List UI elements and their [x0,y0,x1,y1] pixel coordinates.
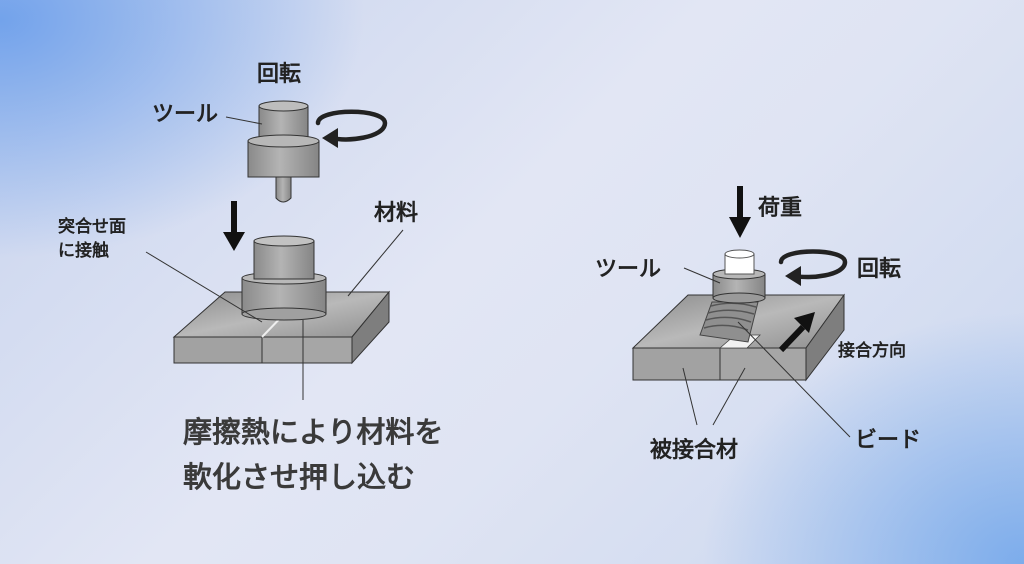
caption-line1: 摩擦熱により材料を [183,415,443,449]
left-diagram: 回転 ツール 突合せ面 に接触 材料 摩擦熱により材料を 軟化させ押し込む [58,61,443,494]
rotation-arrow-icon [315,109,388,148]
joining-direction-label: 接合方向 [838,340,906,361]
leader-workpiece-1 [682,367,698,426]
material-label: 材料 [374,201,418,226]
leader-bead [737,321,851,438]
tool-contact [241,235,327,321]
caption-line2: 軟化させ押し込む [183,460,415,494]
down-arrow-icon [223,201,245,251]
tool-label-left: ツール [152,102,218,127]
leader-tool-left [225,116,263,125]
workpiece-label: 被接合材 [650,437,738,463]
right-diagram: 荷重 ツール 回転 接合方向 ビード 被接合材 [595,186,921,463]
leader-material [347,229,404,297]
tool-upper [247,100,320,203]
leader-tool-right [683,267,721,284]
tool-right [712,249,766,304]
load-label: 荷重 [758,196,802,221]
rotation-label-left: 回転 [257,61,301,87]
leader-contact [145,251,263,323]
bead-label: ビード [855,428,921,453]
joining-direction-arrow-icon [778,312,815,353]
contact-label-line2: に接触 [58,240,109,261]
leader-workpiece-2 [712,367,746,426]
load-arrow-icon [729,186,751,238]
rotation-arrow-right-icon [778,249,848,286]
contact-label-line1: 突合せ面 [58,216,126,237]
tool-label-right: ツール [595,257,661,282]
rotation-label-right: 回転 [857,256,901,282]
